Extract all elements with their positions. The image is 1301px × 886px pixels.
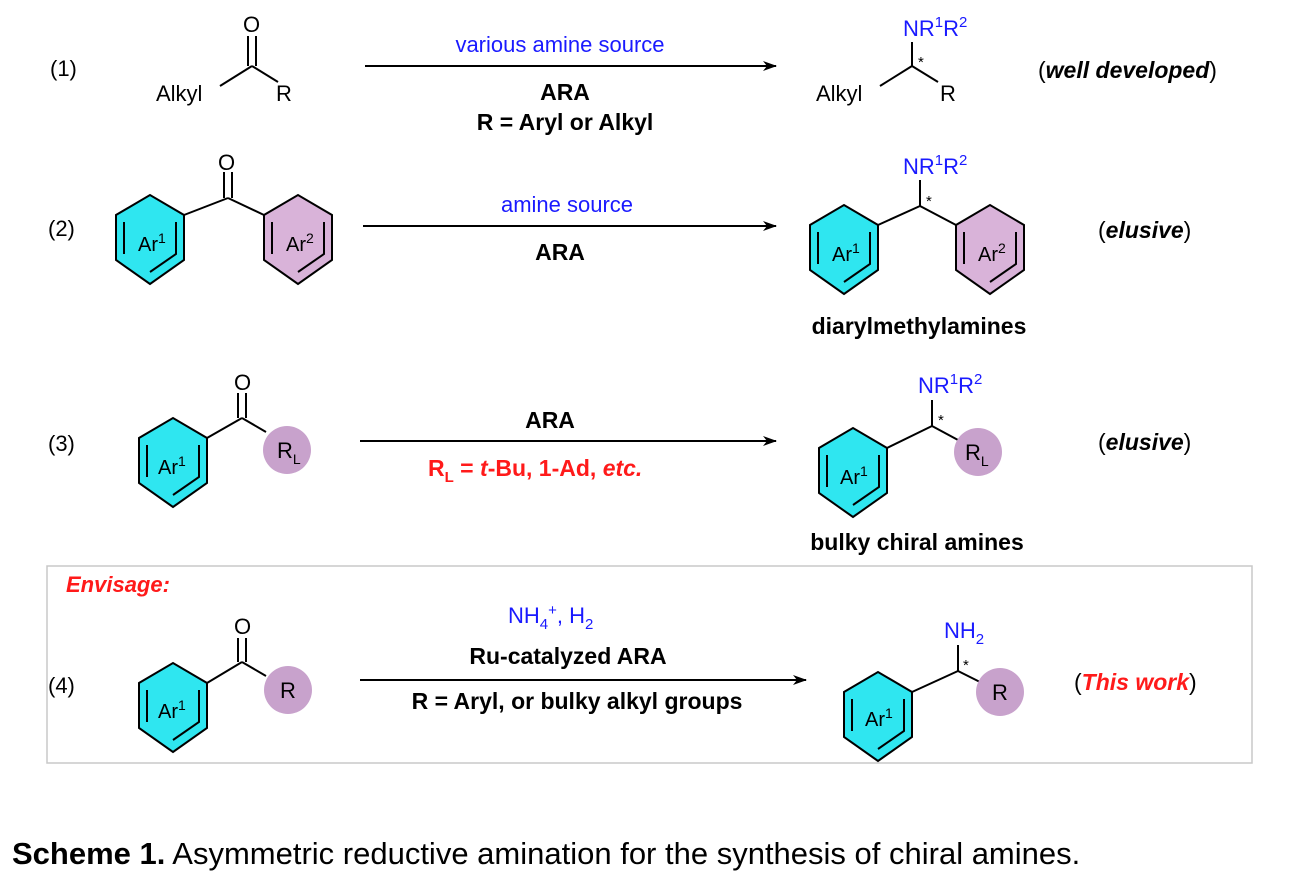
amine-group: NR1R2 [903, 14, 967, 41]
reactant-bulky-ketone: Ar1 O RL [138, 370, 311, 509]
oxygen-label: O [243, 12, 260, 37]
caption-text: Asymmetric reductive amination for the s… [165, 836, 1081, 871]
arrow-reagent: amine source [501, 192, 633, 217]
reaction-note: (This work) [1074, 669, 1197, 695]
reaction-number: (1) [50, 56, 77, 81]
r-label: R [280, 678, 296, 703]
ar2-label: Ar2 [286, 230, 314, 256]
substituent-circle [976, 668, 1024, 716]
ar1-label: Ar1 [865, 705, 893, 731]
substituent-circle [264, 666, 312, 714]
product-diarylmethylamine: Ar1 NR1R2 * Ar2 [809, 152, 1025, 296]
benzene-ring: Ar1 [138, 661, 208, 754]
ar1-label: Ar1 [158, 453, 186, 479]
reaction-2: (2) Ar1 O Ar2 amine source ARA [48, 150, 1191, 339]
ar2-label: Ar2 [978, 240, 1006, 266]
substituent-circle [954, 428, 1002, 476]
scheme-caption: Scheme 1. Asymmetric reductive amination… [12, 836, 1301, 872]
benzene-ring: Ar2 [263, 193, 333, 286]
substituent-scope: RL = t-Bu, 1-Ad, etc. [428, 455, 642, 486]
benzene-ring: Ar1 [138, 416, 208, 509]
rl-label: RL [965, 440, 989, 469]
envisage-label: Envisage: [66, 572, 170, 597]
arrow-condition: ARA [540, 79, 590, 105]
ar1-label: Ar1 [158, 697, 186, 723]
reactant-diaryl-ketone: Ar1 O Ar2 [115, 150, 333, 286]
substituent-circle [263, 426, 311, 474]
arrow-condition-scope: R = Aryl or Alkyl [477, 109, 654, 135]
ar1-label: Ar1 [138, 230, 166, 256]
reaction-note: (well developed) [1038, 57, 1217, 83]
oxygen-label: O [218, 150, 235, 175]
product-label: diarylmethylamines [812, 313, 1027, 339]
benzene-ring: Ar1 [115, 193, 185, 286]
product-amine: NR1R2 * Alkyl R [816, 14, 967, 106]
arrow-reagent: NH4+, H2 [508, 602, 593, 633]
alkyl-label: Alkyl [816, 81, 862, 106]
reaction-number: (2) [48, 216, 75, 241]
r-label: R [940, 81, 956, 106]
ar1-label: Ar1 [832, 240, 860, 266]
stereocenter-star: * [963, 657, 969, 674]
product-bulky-amine: Ar1 NR1R2 * RL [818, 371, 1002, 519]
r-label: R [992, 680, 1008, 705]
product-label: bulky chiral amines [810, 529, 1023, 555]
arrow-condition-scope: R = Aryl, or bulky alkyl groups [412, 688, 743, 714]
envisage-box [46, 565, 1253, 764]
arrow-condition: ARA [535, 239, 585, 265]
stereocenter-star: * [926, 193, 932, 210]
caption-label: Scheme 1. [12, 836, 166, 871]
reactant-aryl-ketone: Ar1 O R [138, 614, 312, 754]
arrow-condition: Ru-catalyzed ARA [469, 643, 666, 669]
arrow-reagent: various amine source [455, 32, 664, 57]
reaction-4: Envisage: (4) Ar1 O R NH4+, H2 Ru-cataly… [46, 565, 1253, 764]
amine-group: NR1R2 [918, 371, 982, 398]
benzene-ring: Ar2 [955, 203, 1025, 296]
oxygen-label: O [234, 370, 251, 395]
oxygen-label: O [234, 614, 251, 639]
benzene-ring: Ar1 [843, 670, 913, 763]
stereocenter-star: * [918, 54, 924, 71]
reactant-ketone: O Alkyl R [156, 12, 292, 106]
amine-group: NH2 [944, 618, 984, 648]
reaction-1: (1) O Alkyl R various amine source ARA R… [50, 12, 1217, 135]
stereocenter-star: * [938, 412, 944, 429]
reaction-3: (3) Ar1 O RL ARA RL = t-Bu, 1-Ad, etc. [48, 370, 1191, 555]
reaction-number: (4) [48, 673, 75, 698]
reaction-note: (elusive) [1098, 429, 1191, 455]
reaction-number: (3) [48, 431, 75, 456]
ar1-label: Ar1 [840, 463, 868, 489]
arrow-condition: ARA [525, 407, 575, 433]
amine-group: NR1R2 [903, 152, 967, 179]
benzene-ring: Ar1 [809, 203, 879, 296]
product-primary-amine: Ar1 NH2 * R [843, 618, 1024, 763]
rl-label: RL [277, 438, 301, 467]
r-label: R [276, 81, 292, 106]
benzene-ring: Ar1 [818, 426, 888, 519]
alkyl-label: Alkyl [156, 81, 202, 106]
reaction-note: (elusive) [1098, 217, 1191, 243]
